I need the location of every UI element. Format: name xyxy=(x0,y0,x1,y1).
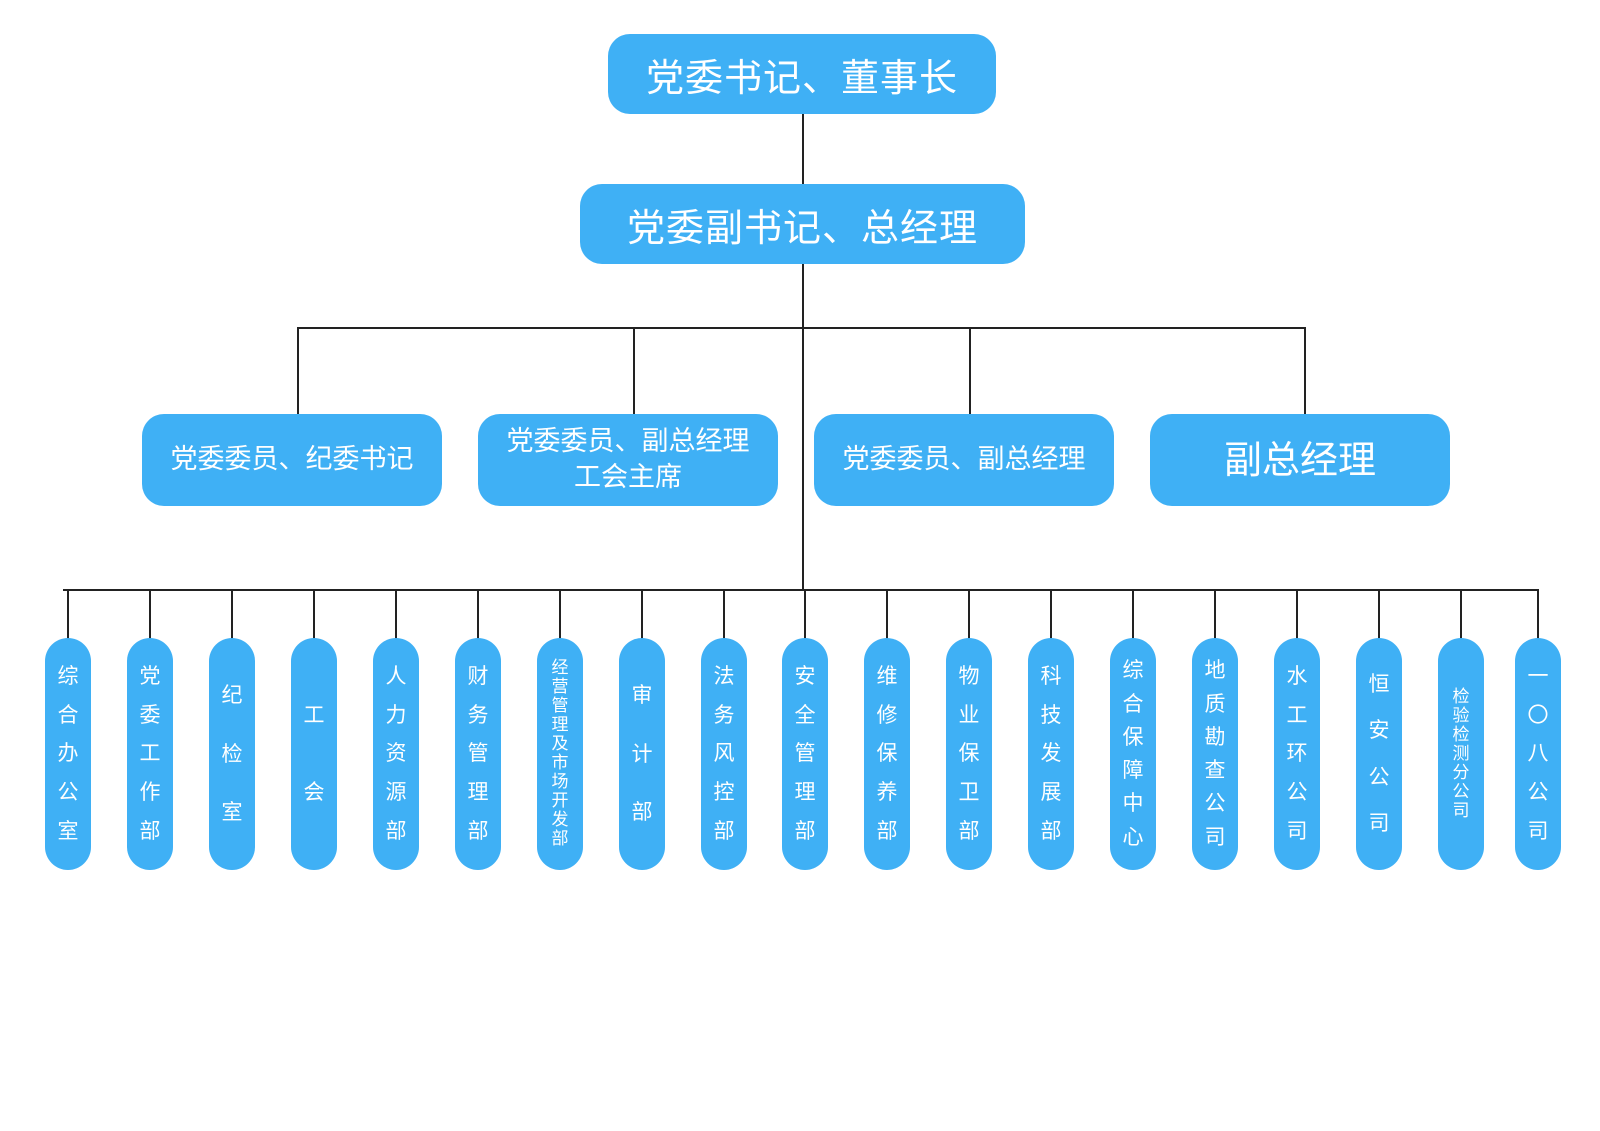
deputy-box-vice-gm: 副总经理 xyxy=(1150,414,1450,506)
deputy-label: 党委委员、纪委书记 xyxy=(170,444,414,475)
department-box: 一〇八公司 xyxy=(1515,638,1561,870)
department-box: 维修保养部 xyxy=(864,638,910,870)
chairman-label: 党委书记、董事长 xyxy=(645,55,958,100)
department-box: 检验检测分公司 xyxy=(1438,638,1484,870)
deputy-label: 副总经理 xyxy=(1223,438,1376,482)
deputy-label: 党委委员、副总经理 xyxy=(842,444,1086,475)
deputy-box-discipline-secretary: 党委委员、纪委书记 xyxy=(142,414,442,506)
department-box: 地质勘查公司 xyxy=(1192,638,1238,870)
deputy-box-deputy-gm: 党委委员、副总经理 xyxy=(814,414,1114,506)
department-box: 综合办公室 xyxy=(45,638,91,870)
department-box: 工会 xyxy=(291,638,337,870)
deputy-box-union-chairman: 党委委员、副总经理 工会主席 xyxy=(478,414,778,506)
deputy-label-line2: 工会主席 xyxy=(574,462,682,493)
deputy-label-line1: 党委委员、副总经理 xyxy=(506,426,750,457)
department-box: 综合保障中心 xyxy=(1110,638,1156,870)
department-box: 审计部 xyxy=(619,638,665,870)
general-manager-box: 党委副书记、总经理 xyxy=(580,184,1025,264)
department-box: 物业保卫部 xyxy=(946,638,992,870)
department-box: 经营管理及市场开发部 xyxy=(537,638,583,870)
department-box: 法务风控部 xyxy=(701,638,747,870)
chairman-box: 党委书记、董事长 xyxy=(608,34,996,114)
department-box: 人力资源部 xyxy=(373,638,419,870)
department-box: 安全管理部 xyxy=(782,638,828,870)
department-box: 纪检室 xyxy=(209,638,255,870)
department-box: 恒安公司 xyxy=(1356,638,1402,870)
department-box: 科技发展部 xyxy=(1028,638,1074,870)
department-box: 水工环公司 xyxy=(1274,638,1320,870)
department-box: 党委工作部 xyxy=(127,638,173,870)
general-manager-label: 党委副书记、总经理 xyxy=(626,205,978,250)
department-box: 财务管理部 xyxy=(455,638,501,870)
